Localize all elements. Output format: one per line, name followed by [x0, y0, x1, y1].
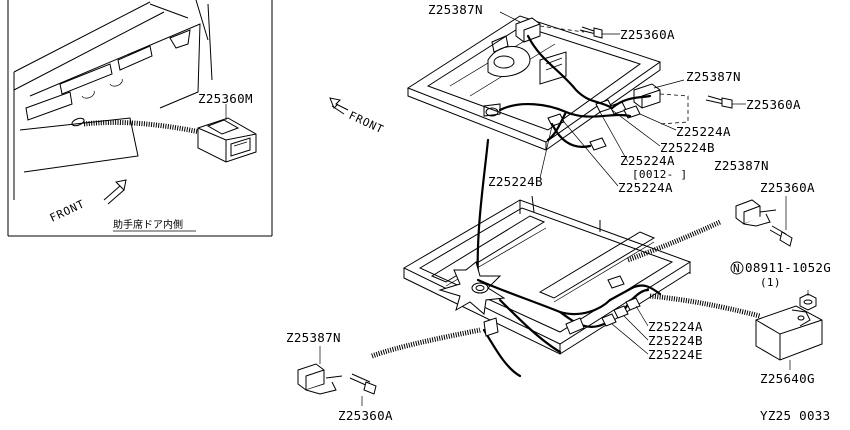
label-z25360a-top: Z25360A: [620, 27, 675, 42]
label-z25387n-bl: Z25387N: [286, 330, 341, 345]
part-labels: Z25387N Z25360A Z25387N Z25360A Z25224A …: [286, 2, 831, 423]
label-z25224a-low: Z25224A: [648, 319, 703, 334]
label-z25224a-2: Z25224A: [620, 153, 675, 168]
connector-z25387n-mid: [735, 199, 777, 227]
front-arrow-icon: [329, 97, 349, 111]
connector-z25387n-bl: [297, 363, 343, 395]
door-interior-sketch: [13, 0, 213, 200]
label-z25224b-left: Z25224B: [488, 174, 543, 189]
svg-text:FRONT: FRONT: [347, 109, 386, 136]
inset-panel: Z25360M FRONT 助手席ドア内側: [7, 0, 273, 237]
svg-text:FRONT: FRONT: [48, 197, 87, 224]
label-z25387n-top: Z25387N: [428, 2, 483, 17]
upper-harness: [498, 34, 652, 148]
left-hatched-harness: [371, 327, 481, 359]
main-front-indicator: FRONT: [329, 97, 386, 136]
connector-z25387n-top: [515, 17, 541, 43]
upper-seat-frame: [406, 15, 662, 151]
lower-seat-frame: [402, 195, 692, 355]
bolt-z25360a-top: [579, 26, 603, 39]
leader-lines: [499, 11, 746, 355]
label-z25360a-right: Z25360A: [746, 97, 801, 112]
label-date-note: [0012- ]: [632, 168, 687, 181]
label-z25224e-low: Z25224E: [648, 347, 703, 362]
bolt-z25360a-bl: [349, 373, 377, 406]
label-z25360a-bl: Z25360A: [338, 408, 393, 423]
right-lower-hatched-harness: [649, 293, 761, 319]
drop-harness: [476, 138, 490, 282]
nut-part-number: 08911-1052G: [745, 260, 831, 275]
star-bracket: [438, 261, 506, 315]
nut-08911-1052g: [799, 290, 817, 311]
label-z25224a-3: Z25224A: [618, 180, 673, 195]
relay-z25640g: [755, 305, 823, 370]
label-nut: N 08911-1052G (1): [730, 260, 831, 289]
inset-front-indicator: FRONT: [48, 179, 127, 225]
label-z25360a-mid: Z25360A: [760, 180, 815, 195]
right-hatched-harness: [627, 219, 722, 263]
label-z25224a-1: Z25224A: [676, 124, 731, 139]
nut-quantity: (1): [760, 276, 781, 289]
label-z25387n-mid: Z25387N: [714, 158, 769, 173]
bolt-z25360a-mid: [769, 196, 793, 247]
inset-harness: [83, 119, 201, 135]
nut-prefix: N: [733, 262, 740, 275]
front-arrow-icon: [103, 179, 127, 201]
bolt-z25360a-right: [705, 95, 733, 109]
label-z25640g: Z25640G: [760, 371, 815, 386]
label-z25387n-right: Z25387N: [686, 69, 741, 84]
label-z25224b-low: Z25224B: [648, 333, 703, 348]
label-z25360m: Z25360M: [198, 91, 253, 106]
label-z25224b-1: Z25224B: [660, 140, 715, 155]
switch-z25360m: [197, 117, 257, 163]
diagram-code: YZ25 0033: [760, 408, 830, 423]
connector-cluster-upper: [547, 99, 641, 151]
inset-caption: 助手席ドア内側: [113, 218, 183, 231]
